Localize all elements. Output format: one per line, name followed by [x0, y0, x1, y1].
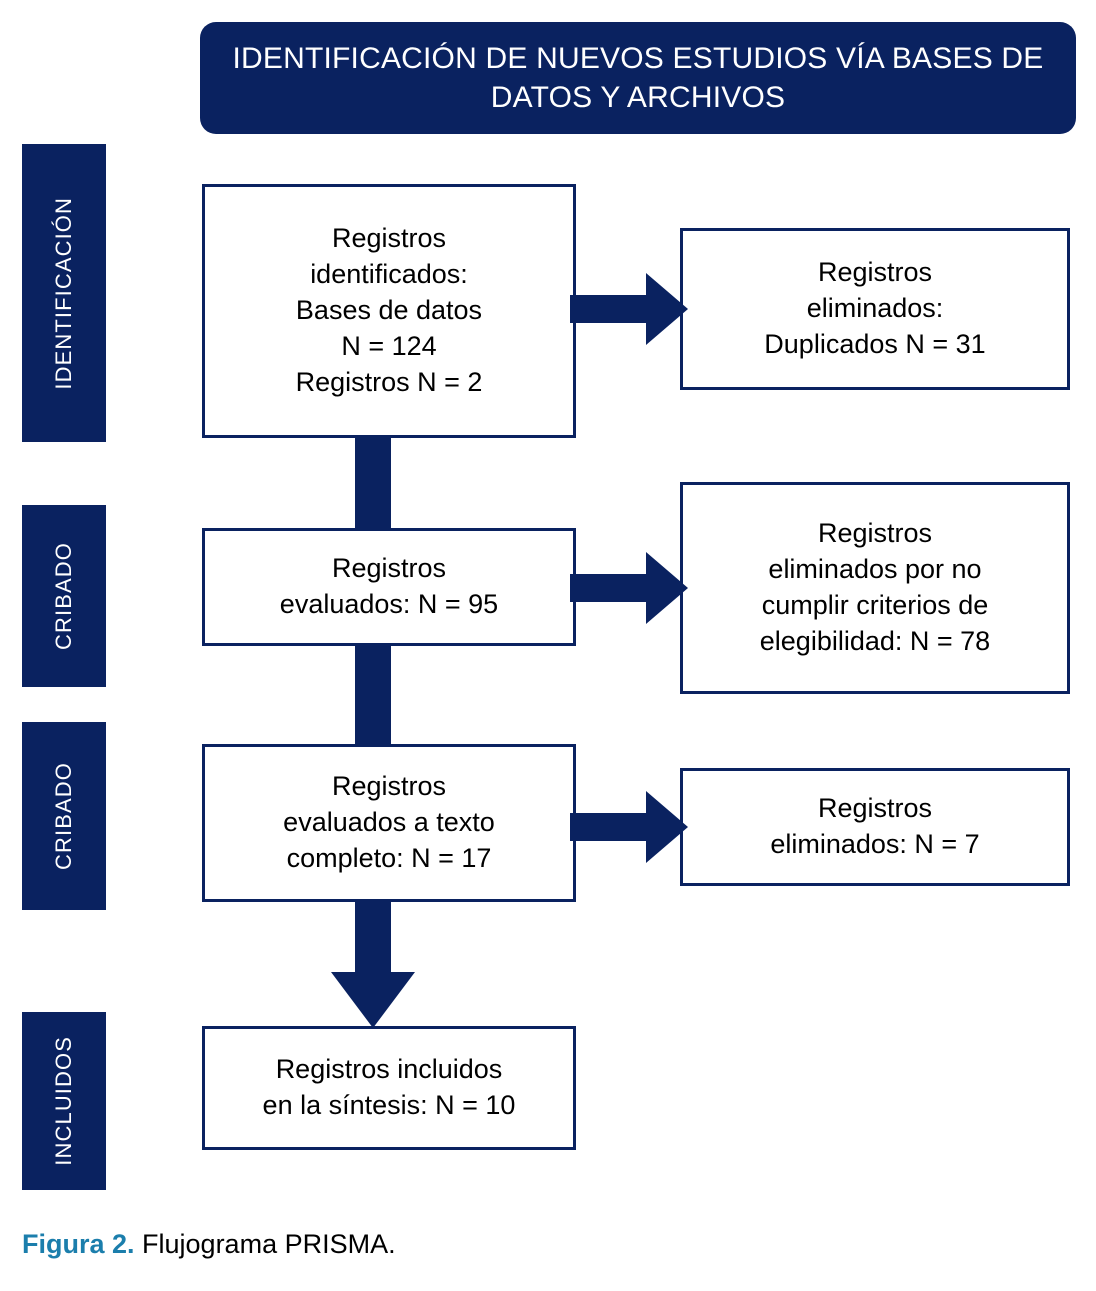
- figure-caption-text: Flujograma PRISMA.: [134, 1229, 396, 1259]
- box-registros-evaluados: Registros evaluados: N = 95: [202, 528, 576, 646]
- box-registros-incluidos-sintesis: Registros incluidos en la síntesis: N = …: [202, 1026, 576, 1150]
- diagram-header-title: IDENTIFICACIÓN DE NUEVOS ESTUDIOS VÍA BA…: [232, 42, 1044, 114]
- figure-caption: Figura 2. Flujograma PRISMA.: [22, 1228, 396, 1260]
- stage-label-cribado-2-text: CRIBADO: [51, 762, 76, 870]
- arrow-right-to-no-cumplir: [570, 552, 688, 624]
- arrow-down-to-incluidos: [331, 902, 415, 1028]
- figure-caption-label: Figura 2.: [22, 1229, 135, 1259]
- box-registros-eliminados-7-text: Registros eliminados: N = 7: [770, 793, 980, 859]
- box-registros-eliminados-duplicados: Registros eliminados: Duplicados N = 31: [680, 228, 1070, 390]
- box-registros-eliminados-duplicados-text: Registros eliminados: Duplicados N = 31: [764, 257, 986, 359]
- stage-label-incluidos: INCLUIDOS: [22, 1012, 106, 1190]
- stage-label-cribado-1-text: CRIBADO: [51, 542, 76, 650]
- stage-label-cribado-2: CRIBADO: [22, 722, 106, 910]
- connector-identificados-to-evaluados: [355, 438, 391, 530]
- box-registros-identificados: Registros identificados: Bases de datos …: [202, 184, 576, 438]
- diagram-header-banner: IDENTIFICACIÓN DE NUEVOS ESTUDIOS VÍA BA…: [200, 22, 1076, 134]
- stage-label-identificacion-text: IDENTIFICACIÓN: [51, 196, 76, 390]
- stage-label-identificacion: IDENTIFICACIÓN: [22, 144, 106, 442]
- connector-evaluados-to-texto-completo: [355, 646, 391, 746]
- box-registros-evaluados-text: Registros evaluados: N = 95: [279, 553, 499, 619]
- box-registros-eliminados-7: Registros eliminados: N = 7: [680, 768, 1070, 886]
- arrow-right-to-eliminados-7: [570, 791, 688, 863]
- box-registros-evaluados-texto-completo: Registros evaluados a texto completo: N …: [202, 744, 576, 902]
- box-registros-identificados-text: Registros identificados: Bases de datos …: [295, 223, 483, 397]
- arrow-right-to-duplicados: [570, 273, 688, 345]
- box-registros-eliminados-elegibilidad-text: Registros eliminados por no cumplir crit…: [759, 518, 991, 656]
- box-registros-incluidos-sintesis-text: Registros incluidos en la síntesis: N = …: [262, 1054, 516, 1120]
- box-registros-evaluados-texto-completo-text: Registros evaluados a texto completo: N …: [283, 771, 495, 873]
- stage-label-incluidos-text: INCLUIDOS: [51, 1036, 76, 1166]
- box-registros-eliminados-elegibilidad: Registros eliminados por no cumplir crit…: [680, 482, 1070, 694]
- stage-label-cribado-1: CRIBADO: [22, 505, 106, 687]
